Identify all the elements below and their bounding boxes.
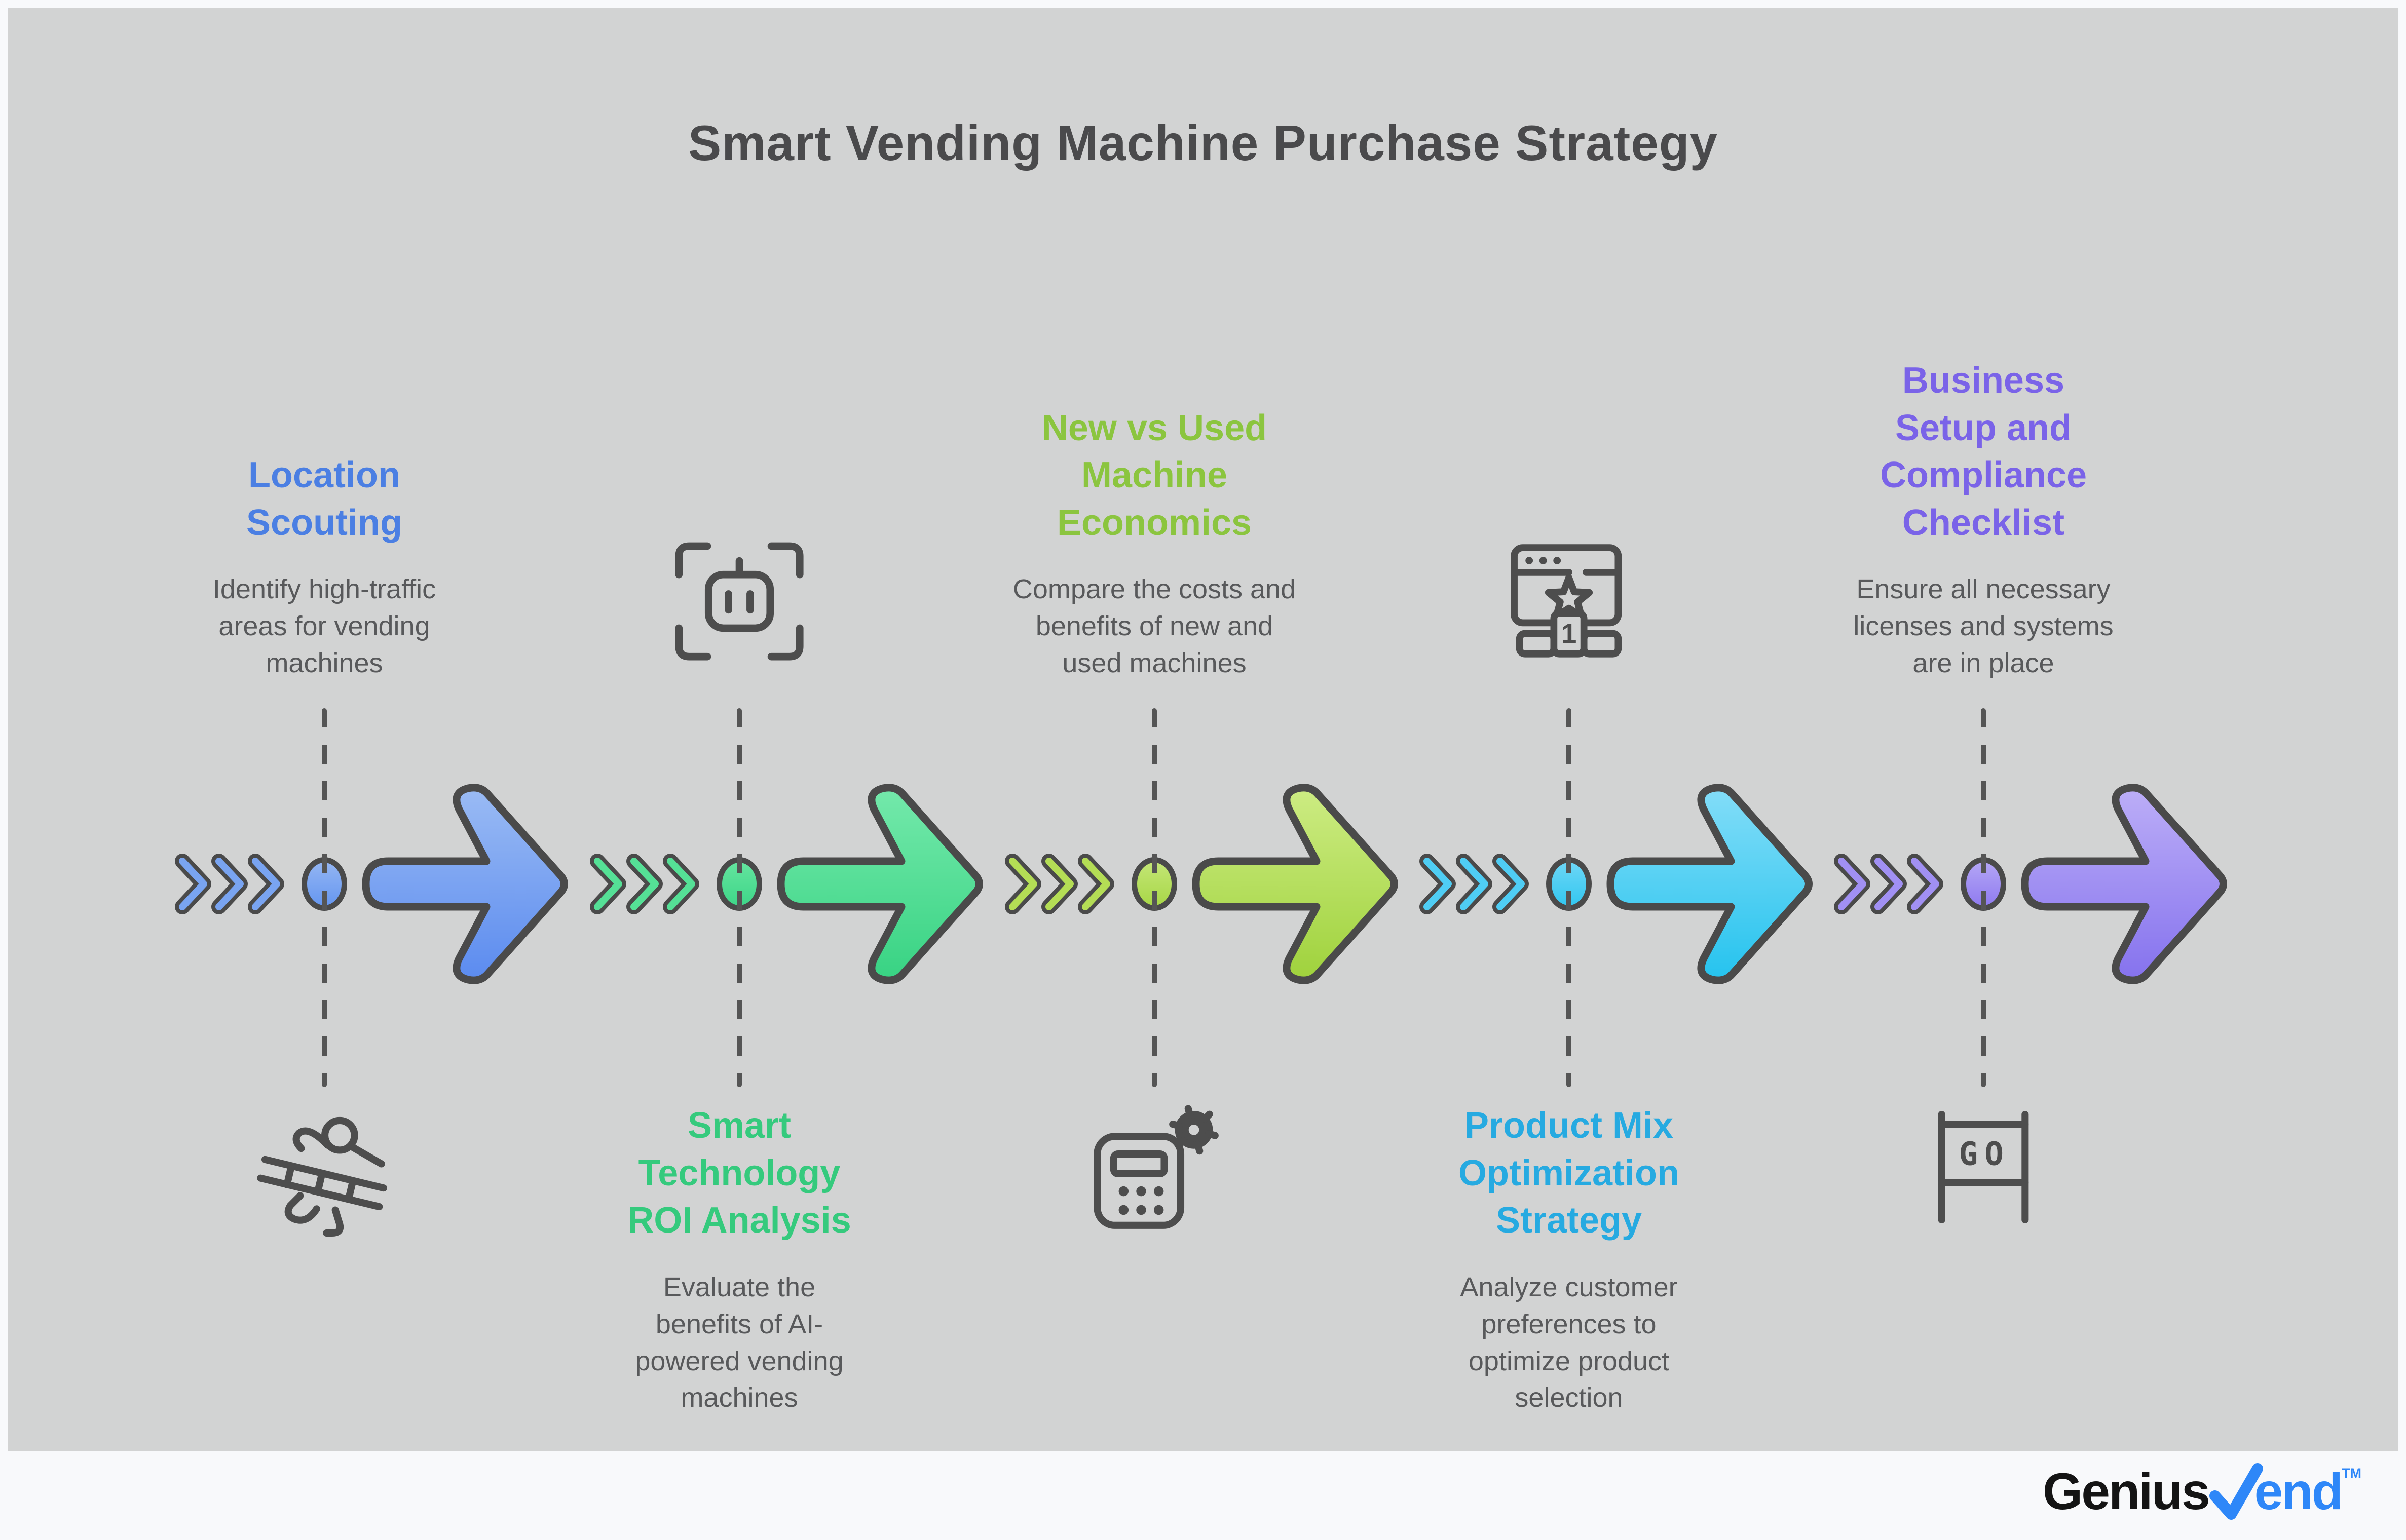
step-heading: Location Scouting	[246, 455, 402, 543]
page-title: Smart Vending Machine Purchase Strategy	[688, 115, 1718, 171]
footer: Genius end TM	[0, 1451, 2406, 1540]
timeline-connector	[1152, 708, 1157, 1087]
step-description: Identify high-traffic areas for vending …	[212, 574, 436, 679]
go-sign-icon: GO	[1938, 1110, 2029, 1224]
step-heading: Business Setup and Compliance Checklist	[1879, 360, 2087, 543]
go-sign-label: GO	[1959, 1136, 2010, 1173]
arrow-icon	[362, 784, 568, 984]
timeline-connector	[1566, 708, 1571, 1087]
step-description: Compare the costs and benefits of new an…	[1012, 574, 1296, 679]
chevrons-icon	[175, 854, 284, 914]
hiker-ladder-icon	[257, 1116, 388, 1237]
logo-text-end: end	[2254, 1462, 2343, 1520]
step-text-block: Product Mix Optimization Strategy Analyz…	[1402, 1102, 1736, 1416]
chevrons-icon	[590, 854, 699, 914]
arrow-icon	[777, 784, 983, 984]
timeline-connector	[737, 708, 742, 1087]
arrow-icon	[2021, 784, 2227, 984]
calculator-gear-icon	[1094, 1105, 1219, 1229]
step-heading: Product Mix Optimization Strategy	[1458, 1105, 1679, 1241]
chevrons-icon	[1419, 854, 1529, 914]
logo-text-genius: Genius	[2042, 1462, 2210, 1520]
infographic-canvas: Smart Vending Machine Purchase Strategy …	[8, 8, 2398, 1451]
step-text-block: New vs Used Machine Economics Compare th…	[987, 246, 1322, 682]
step-text-block: Smart Technology ROI Analysis Evaluate t…	[572, 1102, 907, 1416]
step-text-block: Business Setup and Compliance Checklist …	[1816, 246, 2151, 682]
step-text-block: Location Scouting Identify high-traffic …	[157, 246, 492, 682]
step-description: Ensure all necessary licenses and system…	[1853, 574, 2114, 679]
arrow-icon	[1192, 784, 1398, 984]
podium-rank-label: 1	[1561, 618, 1577, 649]
checkmark-icon	[2209, 1463, 2263, 1520]
step-description: Analyze customer preferences to optimize…	[1460, 1272, 1678, 1413]
arrow-icon	[1606, 784, 1813, 984]
robot-scan-icon	[675, 542, 804, 661]
step-heading: Smart Technology ROI Analysis	[627, 1105, 851, 1241]
geniusvend-logo: Genius end TM	[2043, 1460, 2361, 1526]
chevrons-icon	[1005, 854, 1114, 914]
timeline-connector	[1981, 708, 1986, 1087]
step-description: Evaluate the benefits of AI-powered vend…	[635, 1272, 844, 1413]
chevrons-icon	[1834, 854, 1943, 914]
timeline-connector	[322, 708, 327, 1087]
step-heading: New vs Used Machine Economics	[1041, 407, 1267, 543]
logo-trademark: TM	[2342, 1466, 2361, 1481]
ranking-podium-icon: 1	[1511, 544, 1622, 658]
